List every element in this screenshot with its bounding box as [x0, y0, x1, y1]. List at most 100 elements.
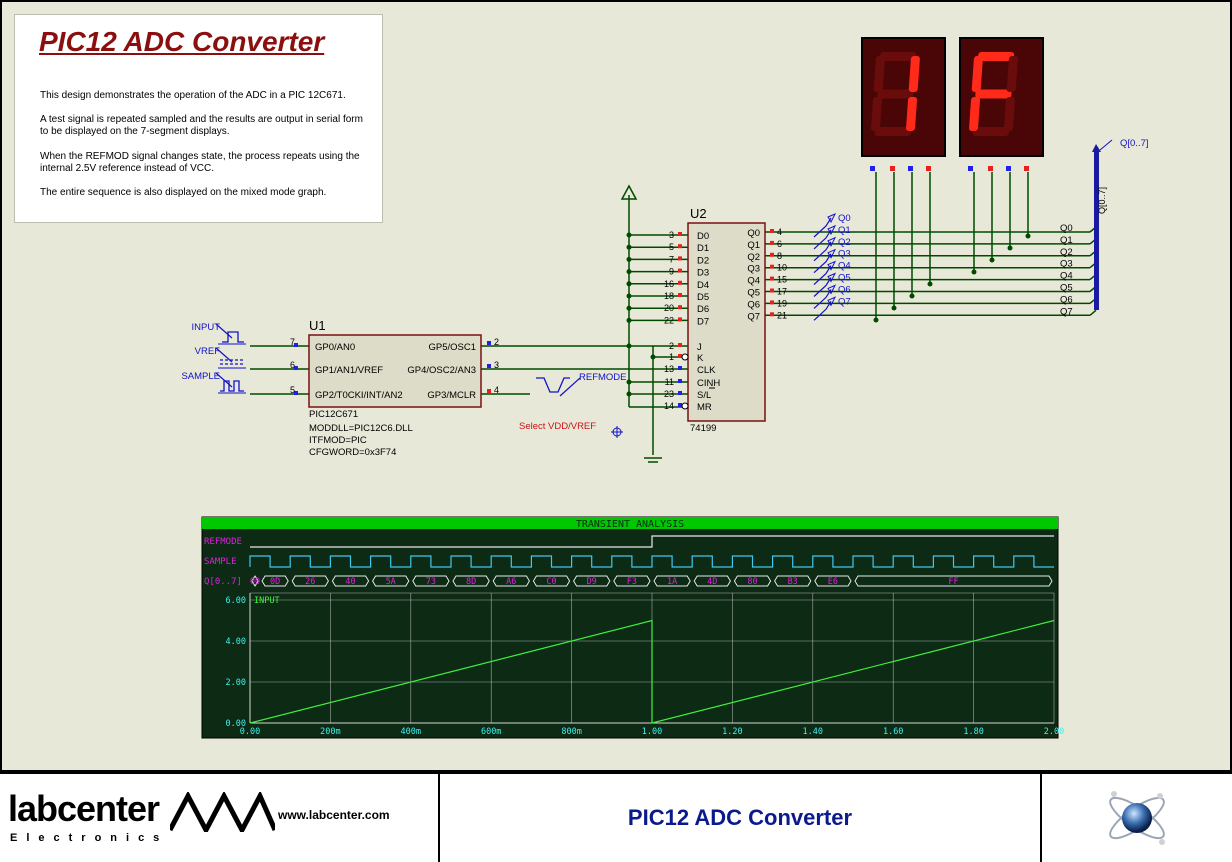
- probe-tip-icon: [827, 236, 837, 247]
- input-trace: [249, 619, 1055, 724]
- probe-icon: [813, 253, 832, 274]
- u2-pin-name: Q0: [747, 228, 760, 239]
- y-tick-label: 6.00: [226, 596, 246, 606]
- junction-dot: [1007, 245, 1013, 251]
- x-tick-label: 1.00: [642, 727, 662, 737]
- u1-property: MODDLL=PIC12C6.DLL: [309, 423, 413, 434]
- vdd-terminal-icon: [620, 184, 638, 200]
- probe-tip-icon: [827, 260, 837, 271]
- bus-end: [1092, 144, 1101, 152]
- probe-icon: [813, 265, 832, 286]
- x-tick-label: 1.80: [963, 727, 983, 737]
- u2-pin-name: Q4: [747, 276, 760, 287]
- u1-body[interactable]: [308, 334, 482, 408]
- bus-value: 8D: [466, 577, 476, 587]
- labcenter-logo-sub: Electronics: [10, 832, 169, 844]
- display-pin: [968, 166, 973, 171]
- u2-pin-name: D2: [697, 255, 709, 266]
- junction-dot: [909, 293, 915, 299]
- u2-pin-name: Q6: [747, 299, 760, 310]
- bus-segment: [251, 575, 259, 587]
- u2-pin-name: CLK: [697, 365, 716, 376]
- bus-label-arrow: [1099, 139, 1113, 151]
- title-block: labcenter www.labcenter.com Electronics …: [0, 772, 1232, 862]
- probe-label: Q6: [838, 284, 851, 295]
- graph-frame[interactable]: [201, 516, 1059, 739]
- u1-pin-number: 4: [494, 385, 499, 395]
- u2-pin-number: 14: [664, 401, 674, 411]
- u2-pin-name: Q5: [747, 288, 760, 299]
- logo-cell: labcenter www.labcenter.com Electronics: [0, 774, 440, 862]
- probe-tip-icon: [827, 284, 837, 295]
- segment-e: [969, 97, 981, 131]
- seven-segment-display-2[interactable]: [959, 37, 1044, 171]
- probe-tip-icon: [827, 248, 837, 259]
- seven-segment-displays[interactable]: [861, 37, 1044, 171]
- pin-marker: [678, 391, 682, 395]
- display-pin: [908, 166, 913, 171]
- bus-vertical-label: Q[0..7]: [1097, 187, 1107, 214]
- segment-e: [871, 97, 883, 131]
- gen-input-arrow: [215, 323, 233, 339]
- pin-marker: [770, 276, 774, 281]
- gen-refmode-icon: [536, 377, 570, 393]
- gen-sample-label: SAMPLE: [181, 371, 220, 382]
- display-pin: [1024, 166, 1029, 171]
- bus-segment: [331, 575, 370, 587]
- u2-pin-name: Q1: [747, 240, 760, 251]
- bus-value: FF: [948, 577, 958, 587]
- graph-header: [202, 517, 1058, 529]
- junction-dot: [927, 281, 933, 287]
- probe-label: Q3: [838, 249, 851, 260]
- bus-segment: [774, 575, 812, 587]
- u2-pin-number: 7: [669, 254, 674, 264]
- x-tick-label: 2.00: [1044, 727, 1064, 737]
- bus-tap-label: Q1: [1060, 235, 1073, 246]
- display-pin: [890, 166, 895, 171]
- gen-vref-icon: [220, 359, 244, 365]
- u2-part-label: 74199: [690, 423, 716, 434]
- u2-pin-number: 6: [777, 239, 782, 249]
- u2-pin-number: 21: [777, 310, 787, 320]
- pin-marker: [770, 300, 774, 305]
- u2-pin-number: 2: [669, 341, 674, 351]
- description-note: PIC12 ADC Converter This design demonstr…: [14, 14, 383, 223]
- u2-body[interactable]: [687, 222, 766, 422]
- note-paragraph-1: This design demonstrates the operation o…: [40, 90, 346, 101]
- seven-segment-display-1[interactable]: [861, 37, 946, 171]
- inversion-bubble: [681, 353, 689, 361]
- u2-pin-number: 9: [669, 267, 674, 277]
- pin-marker: [294, 343, 298, 347]
- clock-shape: [220, 380, 244, 392]
- segment-a: [977, 52, 1015, 61]
- labcenter-logo-word: labcenter: [8, 788, 160, 829]
- probe-icon: [813, 289, 832, 309]
- u2-pin-name: J: [697, 342, 702, 353]
- proteus-logo-cell: [1040, 774, 1232, 862]
- bus-segment: [492, 575, 530, 587]
- x-tick-label: 1.40: [803, 727, 823, 737]
- probe-label: Q1: [838, 225, 851, 236]
- u2-pin-number: 19: [777, 298, 787, 308]
- transient-graph[interactable]: TRANSIENT ANALYSISREFMODESAMPLEQ[0..7]00…: [201, 516, 1064, 739]
- bus-tap-label: Q4: [1060, 271, 1073, 282]
- probe-icon: [813, 241, 832, 262]
- probe-icon: [813, 300, 832, 321]
- segment-c: [906, 97, 918, 131]
- bus-segment: [261, 575, 289, 587]
- bus-segment: [291, 575, 329, 587]
- u1-property: CFGWORD=0x3F74: [309, 447, 396, 458]
- pin-marker: [678, 232, 682, 236]
- logo-wave-icon: [170, 792, 275, 832]
- u1-ref: U1: [309, 318, 326, 333]
- u2-pin-name: D3: [697, 268, 709, 279]
- probe-label: Q2: [838, 237, 851, 248]
- gen-vref-label: VREF: [195, 346, 221, 357]
- bus-segment: [412, 575, 450, 587]
- probe-tip-icon: [827, 272, 837, 283]
- bus-label: Q[0..7]: [1120, 138, 1149, 149]
